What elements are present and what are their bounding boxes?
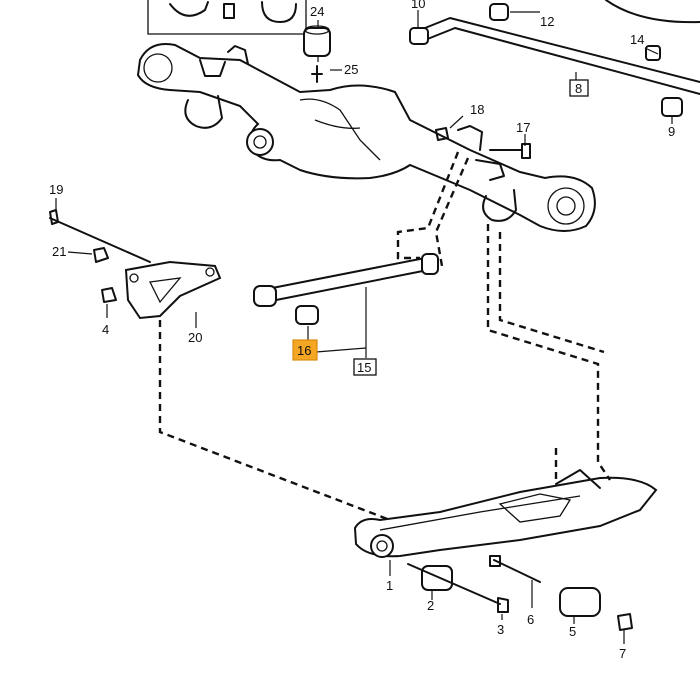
- callout-24: 24: [310, 4, 324, 19]
- callout-12: 12: [540, 14, 554, 29]
- callout-6: 6: [527, 612, 534, 627]
- callout-21: 21: [52, 244, 66, 259]
- callout-18: 18: [470, 102, 484, 117]
- callout-1: 1: [386, 578, 393, 593]
- callout-14: 14: [630, 32, 644, 47]
- leader-lines: [55, 10, 673, 644]
- bolt-part-3: [407, 563, 509, 613]
- bracket-part-20: [124, 260, 222, 320]
- nut-part-7: [617, 613, 633, 631]
- bushing-part-5: [559, 587, 601, 617]
- inset-box: [147, 0, 307, 35]
- callout-15-box: [353, 358, 377, 376]
- bushing-part-24: [303, 25, 331, 57]
- callout-25: 25: [344, 62, 358, 77]
- callout-9: 9: [668, 124, 675, 139]
- upper-link-part-15: [253, 253, 439, 325]
- callout-17: 17: [516, 120, 530, 135]
- rear-axle-housing: [136, 43, 596, 232]
- callout-15: 15: [357, 360, 371, 375]
- nut-part-4: [101, 287, 117, 303]
- callout-19: 19: [49, 182, 63, 197]
- callout-20: 20: [188, 330, 202, 345]
- callout-16-highlight: [292, 339, 318, 361]
- callout-2: 2: [427, 598, 434, 613]
- bushing-part-2: [421, 565, 453, 591]
- callout-7: 7: [619, 646, 626, 661]
- callout-10: 10: [411, 0, 425, 11]
- bolt-part-6: [489, 555, 541, 583]
- bolt-part-19: [49, 209, 151, 263]
- callout-4: 4: [102, 322, 109, 337]
- assembly-guide-lines: [158, 151, 611, 522]
- callout-5: 5: [569, 624, 576, 639]
- lower-trailing-arm: [353, 469, 658, 558]
- callout-16: 16: [297, 343, 311, 358]
- callout-labels: 1 2 3 4 5 6 7 8 9 10 12 14 15 16 17 18 1…: [49, 0, 675, 661]
- track-rod-part-8: [409, 0, 700, 117]
- callout-8-box: [569, 79, 589, 97]
- callout-8: 8: [575, 81, 582, 96]
- callout-3: 3: [497, 622, 504, 637]
- bolt-part-21: [93, 247, 109, 263]
